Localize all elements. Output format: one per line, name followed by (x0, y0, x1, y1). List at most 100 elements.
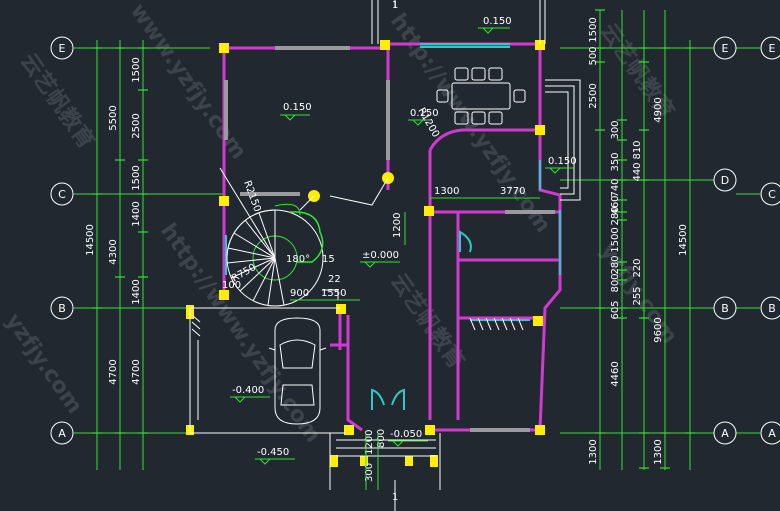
column (425, 425, 435, 435)
dim-text: 1400 (131, 201, 142, 226)
column (430, 455, 438, 467)
axis-bubble-c-far (760, 182, 780, 206)
annotation-lines (290, 197, 540, 490)
axis-bubble-b-right (713, 296, 737, 320)
dim-text: 440 (632, 162, 643, 181)
column (219, 43, 229, 53)
axis-bubble-e-right (713, 36, 737, 60)
dim-text: 300 (610, 120, 621, 139)
chair (454, 111, 469, 125)
annotation: 180° (286, 254, 310, 265)
dim-text: 810 (632, 140, 643, 159)
dim-text: 4300 (108, 239, 119, 264)
axis-lines (74, 10, 760, 470)
annotation: 100 (222, 280, 241, 291)
dim-text: 350 (610, 152, 621, 171)
level-texts: 0.150 0.150 0.150 0.150 ±0.000 -0.400 -0… (232, 16, 577, 458)
annotation: 900 (290, 288, 309, 299)
axis-label: E (769, 42, 776, 55)
dim-text: 4700 (131, 359, 142, 384)
chair (513, 89, 526, 103)
column (330, 455, 338, 467)
column (336, 304, 346, 314)
level-text: ±0.000 (362, 250, 399, 261)
column (535, 125, 545, 135)
axis-bubble-a-right (713, 421, 737, 445)
column (219, 196, 229, 206)
right-dimensions: 14500 1500 500 2500 4900 9600 1300 300 8… (588, 17, 689, 464)
chair (488, 111, 503, 125)
wall-solid-sections (224, 46, 555, 432)
axis-label: C (768, 188, 776, 201)
chair (471, 111, 486, 125)
annotation: 22 (328, 274, 341, 285)
outline-lines (189, 0, 581, 511)
level-text: 0.150 (283, 102, 312, 113)
axis-label: E (722, 42, 729, 55)
column (219, 290, 229, 300)
chair (454, 67, 469, 81)
column (380, 40, 390, 50)
dim-text: 255 (632, 286, 643, 305)
level-text: -0.400 (232, 385, 264, 396)
annotation: 1200 (364, 430, 375, 455)
annotation: 15 (322, 254, 335, 265)
windows (225, 43, 561, 410)
dim-text: 1500 (131, 165, 142, 190)
column (533, 316, 543, 326)
axis-bubble-b-left (50, 296, 74, 320)
dim-text: 740 (610, 178, 621, 197)
axis-label: B (58, 302, 66, 315)
axis-bubble-d-right (713, 168, 737, 192)
car (268, 317, 327, 425)
column (360, 456, 368, 466)
axis-label: C (58, 188, 66, 201)
section-mark: 1 (392, 0, 398, 11)
dim-text: 280 (610, 255, 621, 274)
axis-label: E (59, 42, 66, 55)
dim-text: 1400 (131, 279, 142, 304)
dining-table (436, 67, 526, 125)
dimension-ticks (92, 9, 695, 469)
chair (471, 67, 486, 81)
dim-text: 460 (610, 195, 621, 214)
level-text: -0.450 (257, 447, 289, 458)
dim-text: 605 (610, 300, 621, 319)
level-text: -0.050 (390, 429, 422, 440)
dim-text: 9600 (653, 317, 664, 342)
annotation: 1200 (392, 213, 403, 238)
dim-text: 1500 (610, 227, 621, 252)
level-text: 0.150 (483, 16, 512, 27)
column (344, 425, 354, 435)
annotation: 3770 (500, 186, 525, 197)
dim-text: 2500 (131, 113, 142, 138)
dim-text: 500 (588, 46, 599, 65)
dim-text: 280 (610, 206, 621, 225)
level-markers (230, 27, 575, 465)
dim-text: 14500 (678, 224, 689, 256)
axis-bubble-a-far (760, 421, 780, 445)
column (405, 456, 413, 466)
column (535, 425, 545, 435)
dim-text: 4460 (610, 361, 621, 386)
axis-bubble-c-left (50, 182, 74, 206)
dim-text: 4700 (108, 359, 119, 384)
column (424, 206, 434, 216)
axis-labels: E C B A E D B A E C B A (58, 42, 776, 440)
column (535, 40, 545, 50)
dim-text: 1300 (588, 439, 599, 464)
axis-label: B (721, 302, 729, 315)
chair (436, 89, 449, 103)
axis-label: D (721, 174, 729, 187)
table-top (451, 82, 511, 110)
closet-hatch (469, 317, 524, 331)
dim-text: 14500 (85, 224, 96, 256)
annotation: 1550 (321, 288, 346, 299)
dim-text: 2500 (588, 83, 599, 108)
axis-label: A (768, 427, 776, 440)
chair (488, 67, 503, 81)
section-mark: 1 (392, 492, 398, 503)
dim-text: 4900 (653, 97, 664, 122)
axis-bubble-e-far (760, 36, 780, 60)
